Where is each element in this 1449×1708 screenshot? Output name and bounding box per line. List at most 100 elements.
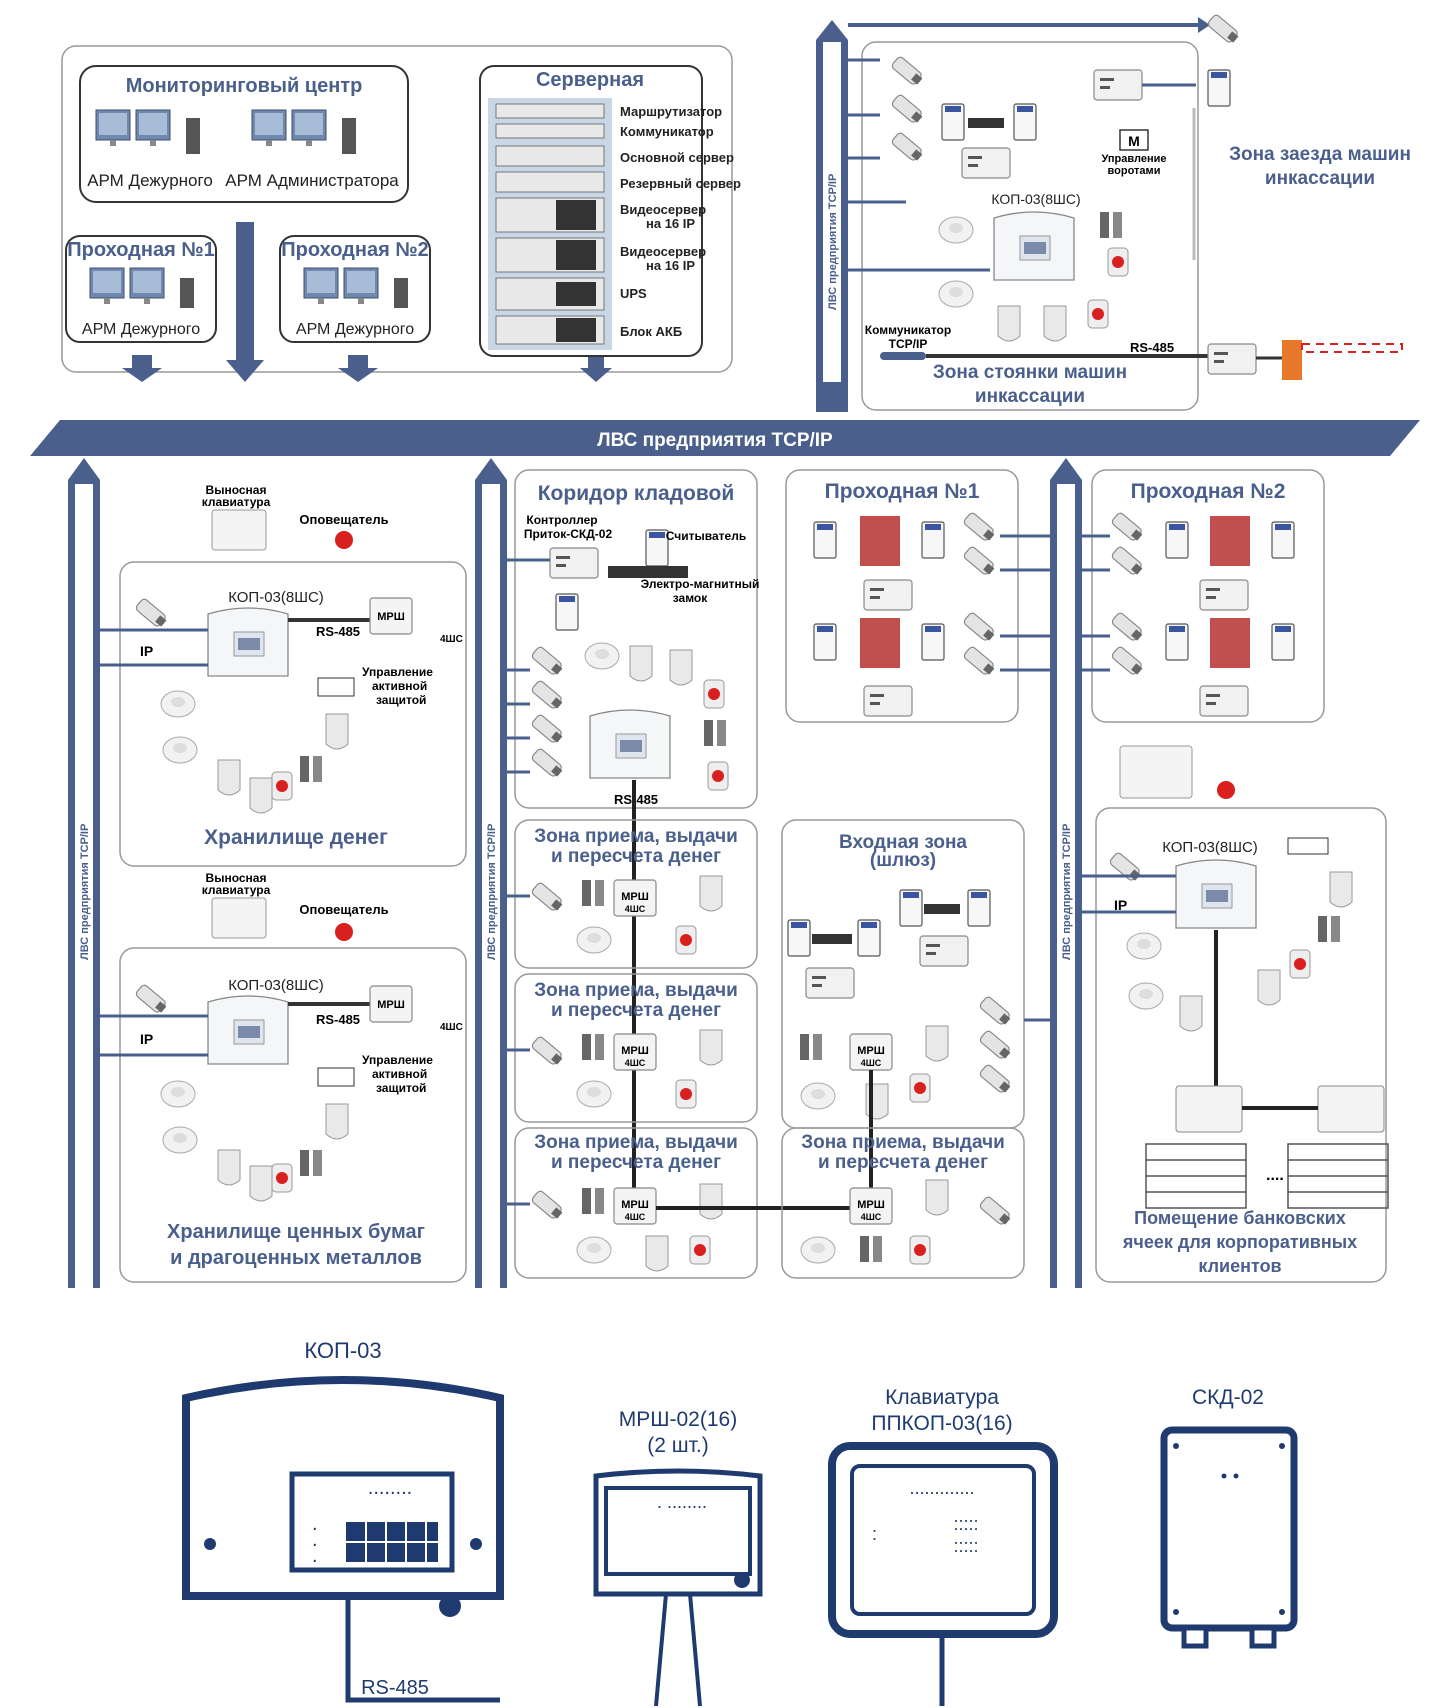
legend-mrsh-1: МРШ-02(16)	[619, 1408, 737, 1431]
top-pass-2-ws: АРМ Дежурного	[296, 321, 414, 338]
vault1-keypad-2: клавиатура	[202, 495, 271, 509]
cash4-shs: 4ШС	[861, 1212, 882, 1222]
tcpip-label: TCP/IP	[889, 337, 928, 351]
vault2-title-1: Хранилище ценных бумаг	[167, 1221, 425, 1243]
svg-text:.: .	[312, 1545, 318, 1567]
vault2-active-2: активной	[372, 1067, 427, 1081]
corridor-lock-1: Электро-магнитный	[641, 577, 760, 591]
server-item-video1b: на 16 IP	[646, 216, 695, 231]
bottom-pass-2: Проходная №2	[1082, 469, 1325, 723]
vault1-shs: 4ШС	[440, 634, 463, 645]
legend-keyboard-device: ............. ::::: ::::: :	[828, 1442, 1058, 1706]
lan-bar: ЛВС предприятия TCP/IP	[30, 420, 1420, 456]
svg-text::::::: :::::	[953, 1536, 978, 1556]
cells-kop: КОП-03(8ШС)	[1162, 839, 1258, 856]
server-item-main: Основной сервер	[620, 150, 734, 165]
legend-rs485: RS-485	[361, 1677, 429, 1699]
cash2-l2: и пересчета денег	[551, 1000, 721, 1021]
cash2-l1: Зона приема, выдачи	[534, 980, 738, 1001]
bottom-pass-1-title: Проходная №1	[825, 480, 980, 503]
cash2-mrsh: МРШ	[621, 1045, 649, 1057]
cells-l3: клиентов	[1198, 1256, 1281, 1276]
entrance-shs: 4ШС	[861, 1058, 882, 1068]
parking-title-1: Зона стоянки машин	[933, 362, 1127, 383]
legend-kop-device: ........ . . .	[182, 1376, 504, 1617]
corridor-reader: Считыватель	[666, 529, 746, 543]
svg-text:........: ........	[368, 1477, 412, 1499]
lan-vertical-label-3: ЛВС предприятия TCP/IP	[1061, 824, 1073, 960]
cash3-shs: 4ШС	[625, 1212, 646, 1222]
entrance-l2: (шлюз)	[870, 850, 936, 871]
lan-verticals: ЛВС предприятия TCP/IP ЛВС предприятия T…	[68, 458, 1082, 1288]
gate-ctrl-1: Управление	[1101, 153, 1166, 165]
communicator-label: Коммуникатор	[865, 323, 951, 337]
server-item-video2b: на 16 IP	[646, 258, 695, 273]
lan-bar-label: ЛВС предприятия TCP/IP	[597, 430, 833, 451]
svg-text::::::: :::::	[953, 1514, 978, 1534]
vault2-active-1: Управление	[362, 1053, 433, 1067]
legend-kop-title: КОП-03	[304, 1338, 381, 1363]
server-item-battery: Блок АКБ	[620, 324, 682, 339]
vault1-kop: КОП-03(8ШС)	[228, 589, 324, 606]
entry-zone: М Управление воротами Зона заезда машин …	[848, 41, 1411, 411]
monitoring-ws2: АРМ Администратора	[225, 171, 399, 190]
cash1-shs: 4ШС	[625, 904, 646, 914]
svg-text::: :	[872, 1524, 877, 1544]
vault1-active-3: защитой	[376, 693, 426, 707]
vault1-rs485: RS-485	[316, 624, 360, 639]
top-pass-1-ws: АРМ Дежурного	[82, 321, 200, 338]
vault2-mrsh: МРШ	[377, 999, 405, 1011]
cash3-l2: и пересчета денег	[551, 1152, 721, 1173]
top-pass-2-title: Проходная №2	[281, 239, 428, 261]
corridor: Коридор кладовой Контроллер Приток-СКД-0…	[507, 469, 760, 809]
monitoring-center: Мониторинговый центр АРМ Дежурного АРМ А…	[79, 65, 409, 203]
svg-text:.............: .............	[909, 1478, 974, 1498]
vault2-keypad-1: Выносная	[206, 871, 267, 885]
vault2-ip: IP	[140, 1031, 153, 1047]
lan-vertical-label-top: ЛВС предприятия TCP/IP	[827, 174, 839, 310]
kop-top-label: КОП-03(8ШС)	[991, 191, 1080, 207]
gate-ctrl-2: воротами	[1108, 165, 1161, 177]
cash-zone-1: Зона приема, выдачи и пересчета денег МР…	[507, 819, 758, 969]
vault1-keypad-1: Выносная	[206, 483, 267, 497]
top-area-frame	[61, 45, 733, 373]
cells-l2: ячеек для корпоративных	[1122, 1232, 1357, 1252]
svg-text:. ........: . ........	[657, 1492, 707, 1512]
cash3-l1: Зона приема, выдачи	[534, 1132, 738, 1153]
top-pass-2: Проходная №2 АРМ Дежурного	[279, 235, 431, 343]
cash2-shs: 4ШС	[625, 1058, 646, 1068]
corridor-title: Коридор кладовой	[538, 482, 735, 505]
vault2-rs485: RS-485	[316, 1012, 360, 1027]
server-room: Серверная Маршрутизатор Коммуникатор Осн…	[479, 65, 741, 357]
cash1-mrsh: МРШ	[621, 891, 649, 903]
vault2-siren: Оповещатель	[299, 902, 388, 917]
legend-skd: СКД-02	[1192, 1386, 1264, 1409]
legend: КОП-03 ........ . . . RS-485 МРШ-02(16) …	[182, 1338, 1298, 1707]
corridor-ctrl-1: Контроллер	[526, 513, 597, 527]
legend-kb-2: ППКОП-03(16)	[871, 1412, 1012, 1435]
cells-l1: Помещение банковских	[1134, 1208, 1346, 1228]
server-item-router: Маршрутизатор	[620, 104, 722, 119]
server-item-ups: UPS	[620, 286, 647, 301]
legend-skd-device	[1160, 1426, 1298, 1649]
bank-cells-zone: КОП-03(8ШС) IP .... Помещение банковских…	[1082, 745, 1389, 1283]
legend-mrsh-device: . ........	[593, 1468, 763, 1707]
svg-text:....: ....	[1266, 1167, 1284, 1184]
top-pass-1: Проходная №1 АРМ Дежурного	[65, 235, 217, 343]
svg-text:.: .	[312, 1529, 318, 1551]
vault1-active-1: Управление	[362, 665, 433, 679]
bottom-pass-2-title: Проходная №2	[1131, 480, 1286, 503]
server-item-reserve: Резервный сервер	[620, 176, 741, 191]
server-title: Серверная	[536, 69, 644, 91]
cash-zone-4: Зона приема, выдачи и пересчета денег МР…	[781, 1127, 1025, 1279]
cash3-mrsh: МРШ	[621, 1199, 649, 1211]
cash4-l1: Зона приема, выдачи	[801, 1132, 1005, 1153]
legend-kb-1: Клавиатура	[885, 1386, 999, 1409]
vault2-title-2: и драгоценных металлов	[170, 1247, 422, 1269]
server-item-communicator: Коммуникатор	[620, 124, 714, 139]
entry-zone-title-1: Зона заезда машин	[1229, 144, 1411, 165]
gate-m-label: М	[1128, 133, 1140, 149]
vault1-title: Хранилище денег	[204, 826, 388, 849]
svg-text:.: .	[312, 1513, 318, 1535]
